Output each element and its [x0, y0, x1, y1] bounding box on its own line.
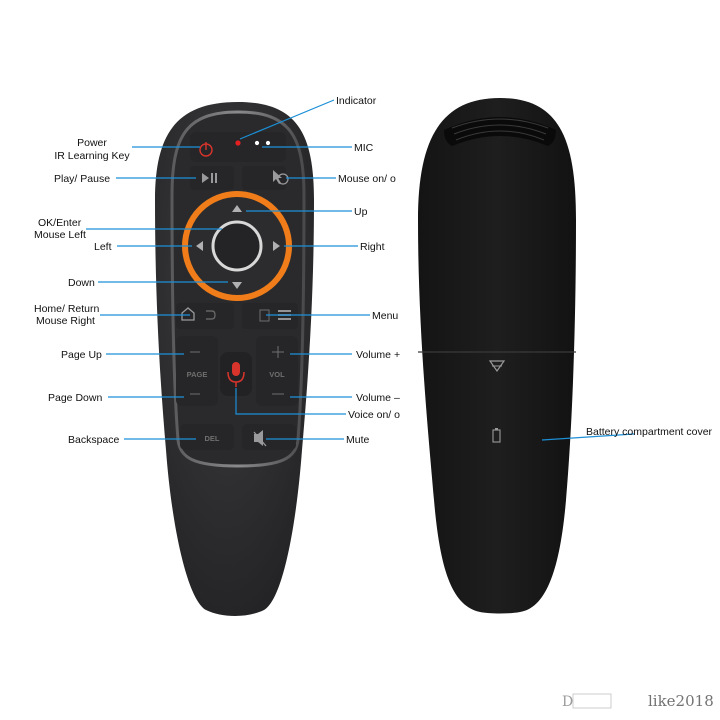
- cover-release-icon: [488, 360, 506, 373]
- leader-lines: [86, 99, 635, 441]
- label-mouse-right: Mouse Right: [36, 315, 95, 327]
- leader-voice: [235, 388, 346, 415]
- label-down: Down: [68, 277, 95, 289]
- label-mouse-left: Mouse Left: [34, 229, 86, 241]
- microphone-icon: [227, 362, 245, 387]
- back-remote-body: [418, 98, 576, 614]
- label-ir-learning: IR Learning Key: [54, 150, 130, 162]
- label-volume-up: Volume +: [356, 349, 400, 361]
- mute-icon: [253, 430, 267, 447]
- label-page-up: Page Up: [61, 349, 102, 361]
- label-volume-down: Volume –: [356, 392, 400, 404]
- up-arrow-icon[interactable]: [232, 205, 242, 212]
- label-left: Left: [94, 241, 112, 253]
- label-page-down: Page Down: [48, 392, 102, 404]
- play-pause-icon: [202, 173, 217, 183]
- del-button[interactable]: [180, 424, 234, 450]
- ok-button[interactable]: [211, 220, 263, 272]
- front-remote: PAGE VOL DEL: [155, 102, 314, 616]
- label-home-return: Home/ Return: [34, 303, 100, 315]
- label-ok-enter: OK/Enter: [38, 217, 82, 229]
- label-menu: Menu: [372, 310, 398, 322]
- home-icon: [181, 307, 195, 321]
- label-mouse-onoff: Mouse on/ o: [338, 173, 396, 185]
- label-backspace: Backspace: [68, 434, 120, 446]
- mouse-icon: [273, 170, 289, 185]
- watermark: D like2018: [562, 692, 714, 710]
- left-arrow-icon[interactable]: [196, 241, 203, 251]
- back-remote: [418, 98, 576, 614]
- leader-indicator: [239, 99, 335, 140]
- label-voice-onoff: Voice on/ o: [348, 409, 400, 421]
- menu-button[interactable]: [242, 303, 298, 329]
- label-up: Up: [354, 206, 368, 218]
- home-return-button[interactable]: [176, 303, 234, 329]
- watermark-logo-box: [572, 693, 612, 709]
- watermark-logo-icon: D: [562, 694, 573, 710]
- watermark-store-name: like2018: [648, 692, 714, 710]
- label-battery-cover: Battery compartment cover: [586, 426, 713, 438]
- right-arrow-icon[interactable]: [273, 241, 280, 251]
- mic-hole-2: [265, 140, 271, 146]
- label-mute: Mute: [346, 434, 370, 446]
- page-rocker[interactable]: [176, 336, 218, 406]
- return-icon: [206, 310, 216, 320]
- leader-battery-cover: [541, 433, 635, 441]
- battery-icon: [492, 428, 501, 443]
- page-button-text: PAGE: [187, 370, 208, 379]
- down-arrow-icon[interactable]: [232, 282, 242, 289]
- power-button[interactable]: [199, 142, 213, 157]
- volume-rocker[interactable]: [256, 336, 298, 406]
- top-button-row: [190, 132, 286, 162]
- indicator-led: [235, 140, 241, 146]
- mute-button[interactable]: [242, 424, 296, 450]
- label-indicator: Indicator: [336, 95, 377, 107]
- label-mic: MIC: [354, 142, 374, 154]
- back-top-ridges: [444, 117, 556, 146]
- callout-labels: Indicator Power IR Learning Key MIC Play…: [34, 95, 713, 446]
- label-right: Right: [360, 241, 385, 253]
- label-play-pause: Play/ Pause: [54, 173, 110, 185]
- vol-button-text: VOL: [269, 370, 285, 379]
- del-button-text: DEL: [205, 434, 220, 443]
- label-power: Power: [77, 137, 107, 149]
- mic-hole-1: [254, 140, 260, 146]
